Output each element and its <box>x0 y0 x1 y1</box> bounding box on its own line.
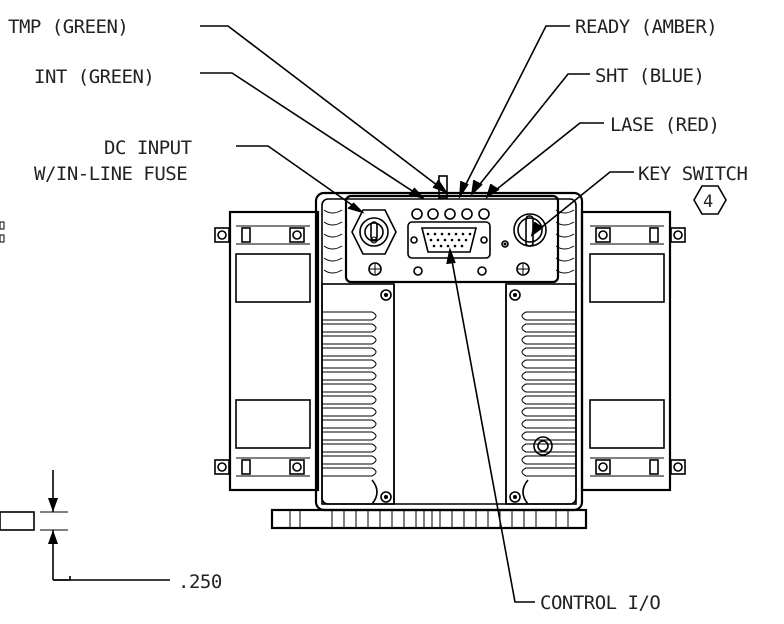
svg-text:4: 4 <box>703 192 713 212</box>
leader-lines <box>200 25 634 603</box>
front-panel <box>344 194 560 284</box>
control-io-connector <box>407 221 491 259</box>
note-4-hexagon: 4 <box>693 185 727 215</box>
sht-label: SHT (BLUE) <box>595 65 704 87</box>
dimension-250 <box>0 221 170 581</box>
ready-label: READY (AMBER) <box>575 16 717 38</box>
int-label: INT (GREEN) <box>34 66 154 88</box>
dimension-label: .250 <box>178 571 222 593</box>
left-heatsink <box>321 283 395 505</box>
right-fan <box>580 210 686 492</box>
dc-input-connector <box>351 209 397 255</box>
key-switch <box>513 213 547 247</box>
key-switch-label: KEY SWITCH <box>638 163 747 185</box>
left-fan <box>214 210 320 492</box>
tmp-label: TMP (GREEN) <box>8 16 128 38</box>
dc-input-label: DC INPUT <box>104 137 192 159</box>
control-io-label: CONTROL I/O <box>540 592 660 614</box>
dc-input-fuse-label: W/IN-LINE FUSE <box>34 163 187 185</box>
laser-body <box>214 175 686 530</box>
right-heatsink <box>505 283 577 505</box>
lase-label: LASE (RED) <box>610 114 719 136</box>
